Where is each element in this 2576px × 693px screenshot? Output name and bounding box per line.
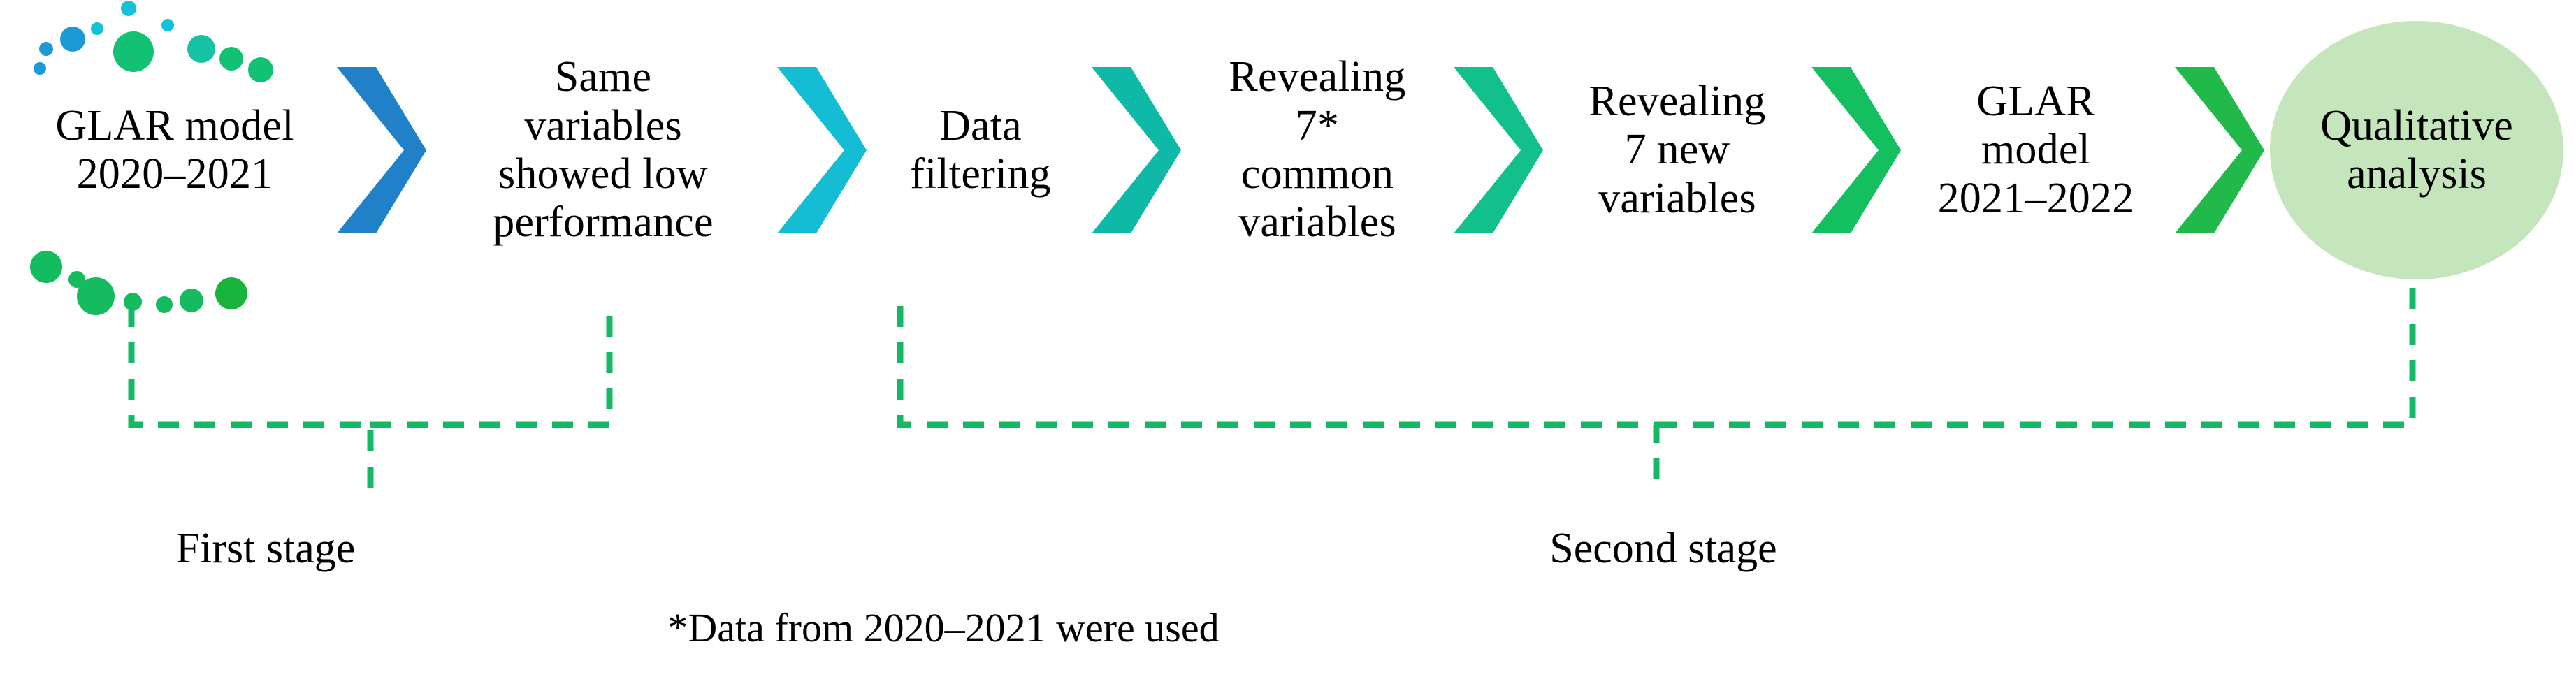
flow-step-label: GLAR model 2021–2022 bbox=[1937, 77, 2134, 222]
flow-step-label: Qualitative analysis bbox=[2320, 101, 2513, 198]
flow-step-revealing-new-variables[interactable]: Revealing 7 new variables bbox=[1537, 0, 1817, 300]
chevron-5-icon bbox=[1796, 0, 1908, 300]
chevron-1-icon bbox=[321, 0, 433, 300]
flow-step-same-variables[interactable]: Same variables showed low performance bbox=[439, 0, 767, 300]
footnote-text: *Data from 2020–2021 were used bbox=[667, 605, 1220, 650]
chevron-3-icon bbox=[1076, 0, 1188, 300]
flow-step-glar-2021-2022[interactable]: GLAR model 2021–2022 bbox=[1900, 0, 2172, 300]
process-flow-row: GLAR model 2020–2021 Same variables show… bbox=[0, 0, 2576, 300]
first-stage-caption: First stage bbox=[175, 525, 356, 572]
chevron-6-icon bbox=[2159, 0, 2271, 300]
second-stage-caption: Second stage bbox=[1549, 525, 1777, 572]
flow-step-revealing-common-variables[interactable]: Revealing 7* common variables bbox=[1181, 0, 1454, 300]
second-stage-bracket bbox=[895, 279, 2418, 510]
first-stage-bracket bbox=[105, 300, 636, 510]
chevron-2-icon bbox=[762, 0, 874, 300]
chevron-4-icon bbox=[1438, 0, 1550, 300]
flow-step-glar-2020-2021[interactable]: GLAR model 2020–2021 bbox=[0, 0, 349, 300]
flow-step-label: Data filtering bbox=[910, 101, 1051, 198]
flow-step-label: Revealing 7 new variables bbox=[1589, 77, 1766, 222]
flow-step-label: Revealing 7* common variables bbox=[1229, 53, 1406, 247]
flow-step-label: GLAR model 2020–2021 bbox=[55, 101, 294, 198]
flow-step-qualitative-analysis[interactable]: Qualitative analysis bbox=[2270, 21, 2563, 279]
flow-step-label: Same variables showed low performance bbox=[493, 53, 714, 247]
flow-step-data-filtering[interactable]: Data filtering bbox=[872, 0, 1089, 300]
